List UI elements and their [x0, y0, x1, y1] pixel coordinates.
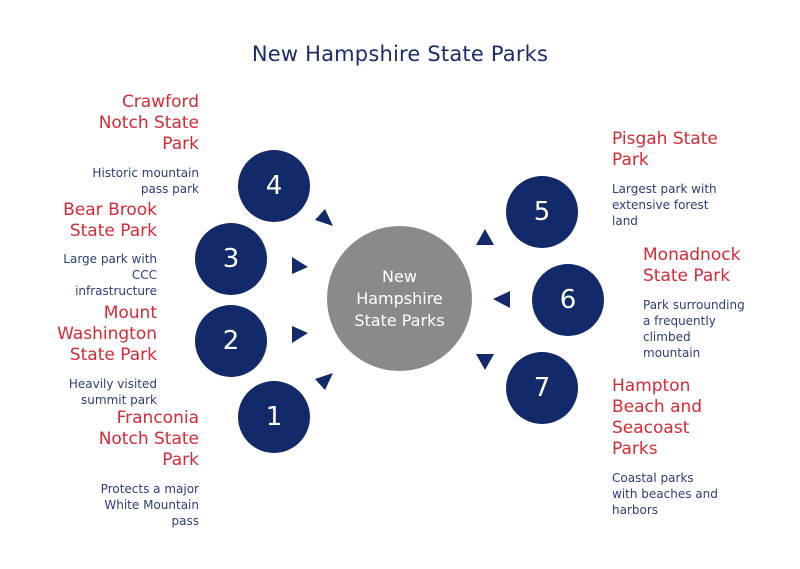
park-4-name: Crawford Notch State Park: [98, 92, 199, 154]
diagram-title: New Hampshire State Parks: [251, 42, 549, 66]
park-6-description: Park surrounding a frequently climbed mo…: [643, 298, 745, 360]
arrow-icon-3: [292, 257, 308, 274]
park-1-name: Franconia Notch State Park: [98, 408, 199, 470]
park-4-number: 4: [265, 171, 283, 201]
park-1-circle: 1: [238, 381, 310, 453]
park-3-circle: 3: [195, 223, 267, 295]
park-2-circle: 2: [195, 305, 267, 377]
park-6-circle: 6: [532, 264, 604, 336]
hub-label: New Hampshire State Parks: [354, 266, 445, 330]
arrow-icon-6: [493, 291, 510, 308]
park-2-number: 2: [222, 326, 240, 356]
arrow-icon-5: [476, 229, 494, 245]
park-5-description: Largest park with extensive forest land: [612, 182, 717, 228]
park-5-circle: 5: [506, 176, 578, 248]
park-7-number: 7: [533, 373, 551, 403]
park-5-name: Pisgah State Park: [612, 129, 718, 170]
park-2-name: Mount Washington State Park: [57, 303, 157, 365]
park-5-number: 5: [533, 197, 551, 227]
park-7-circle: 7: [506, 352, 578, 424]
park-7-description: Coastal parks with beaches and harbors: [612, 471, 718, 517]
park-3-number: 3: [222, 244, 240, 274]
park-6-name: Monadnock State Park: [643, 245, 741, 286]
park-4-circle: 4: [238, 150, 310, 222]
arrow-icon-1: [315, 373, 333, 390]
park-1-description: Protects a major White Mountain pass: [100, 482, 199, 528]
park-6-number: 6: [559, 285, 577, 315]
arrow-icon-4: [315, 209, 333, 226]
park-1-number: 1: [265, 402, 283, 432]
park-7-name: Hampton Beach and Seacoast Parks: [612, 376, 703, 459]
park-2-description: Heavily visited summit park: [68, 377, 157, 407]
park-3-description: Large park with CCC infrastructure: [63, 252, 157, 298]
arrow-icon-2: [292, 326, 308, 343]
hub-circle: New Hampshire State Parks: [327, 226, 472, 371]
park-4-description: Historic mountain pass park: [92, 166, 199, 196]
park-3-name: Bear Brook State Park: [63, 200, 157, 241]
arrow-icon-7: [476, 354, 494, 370]
